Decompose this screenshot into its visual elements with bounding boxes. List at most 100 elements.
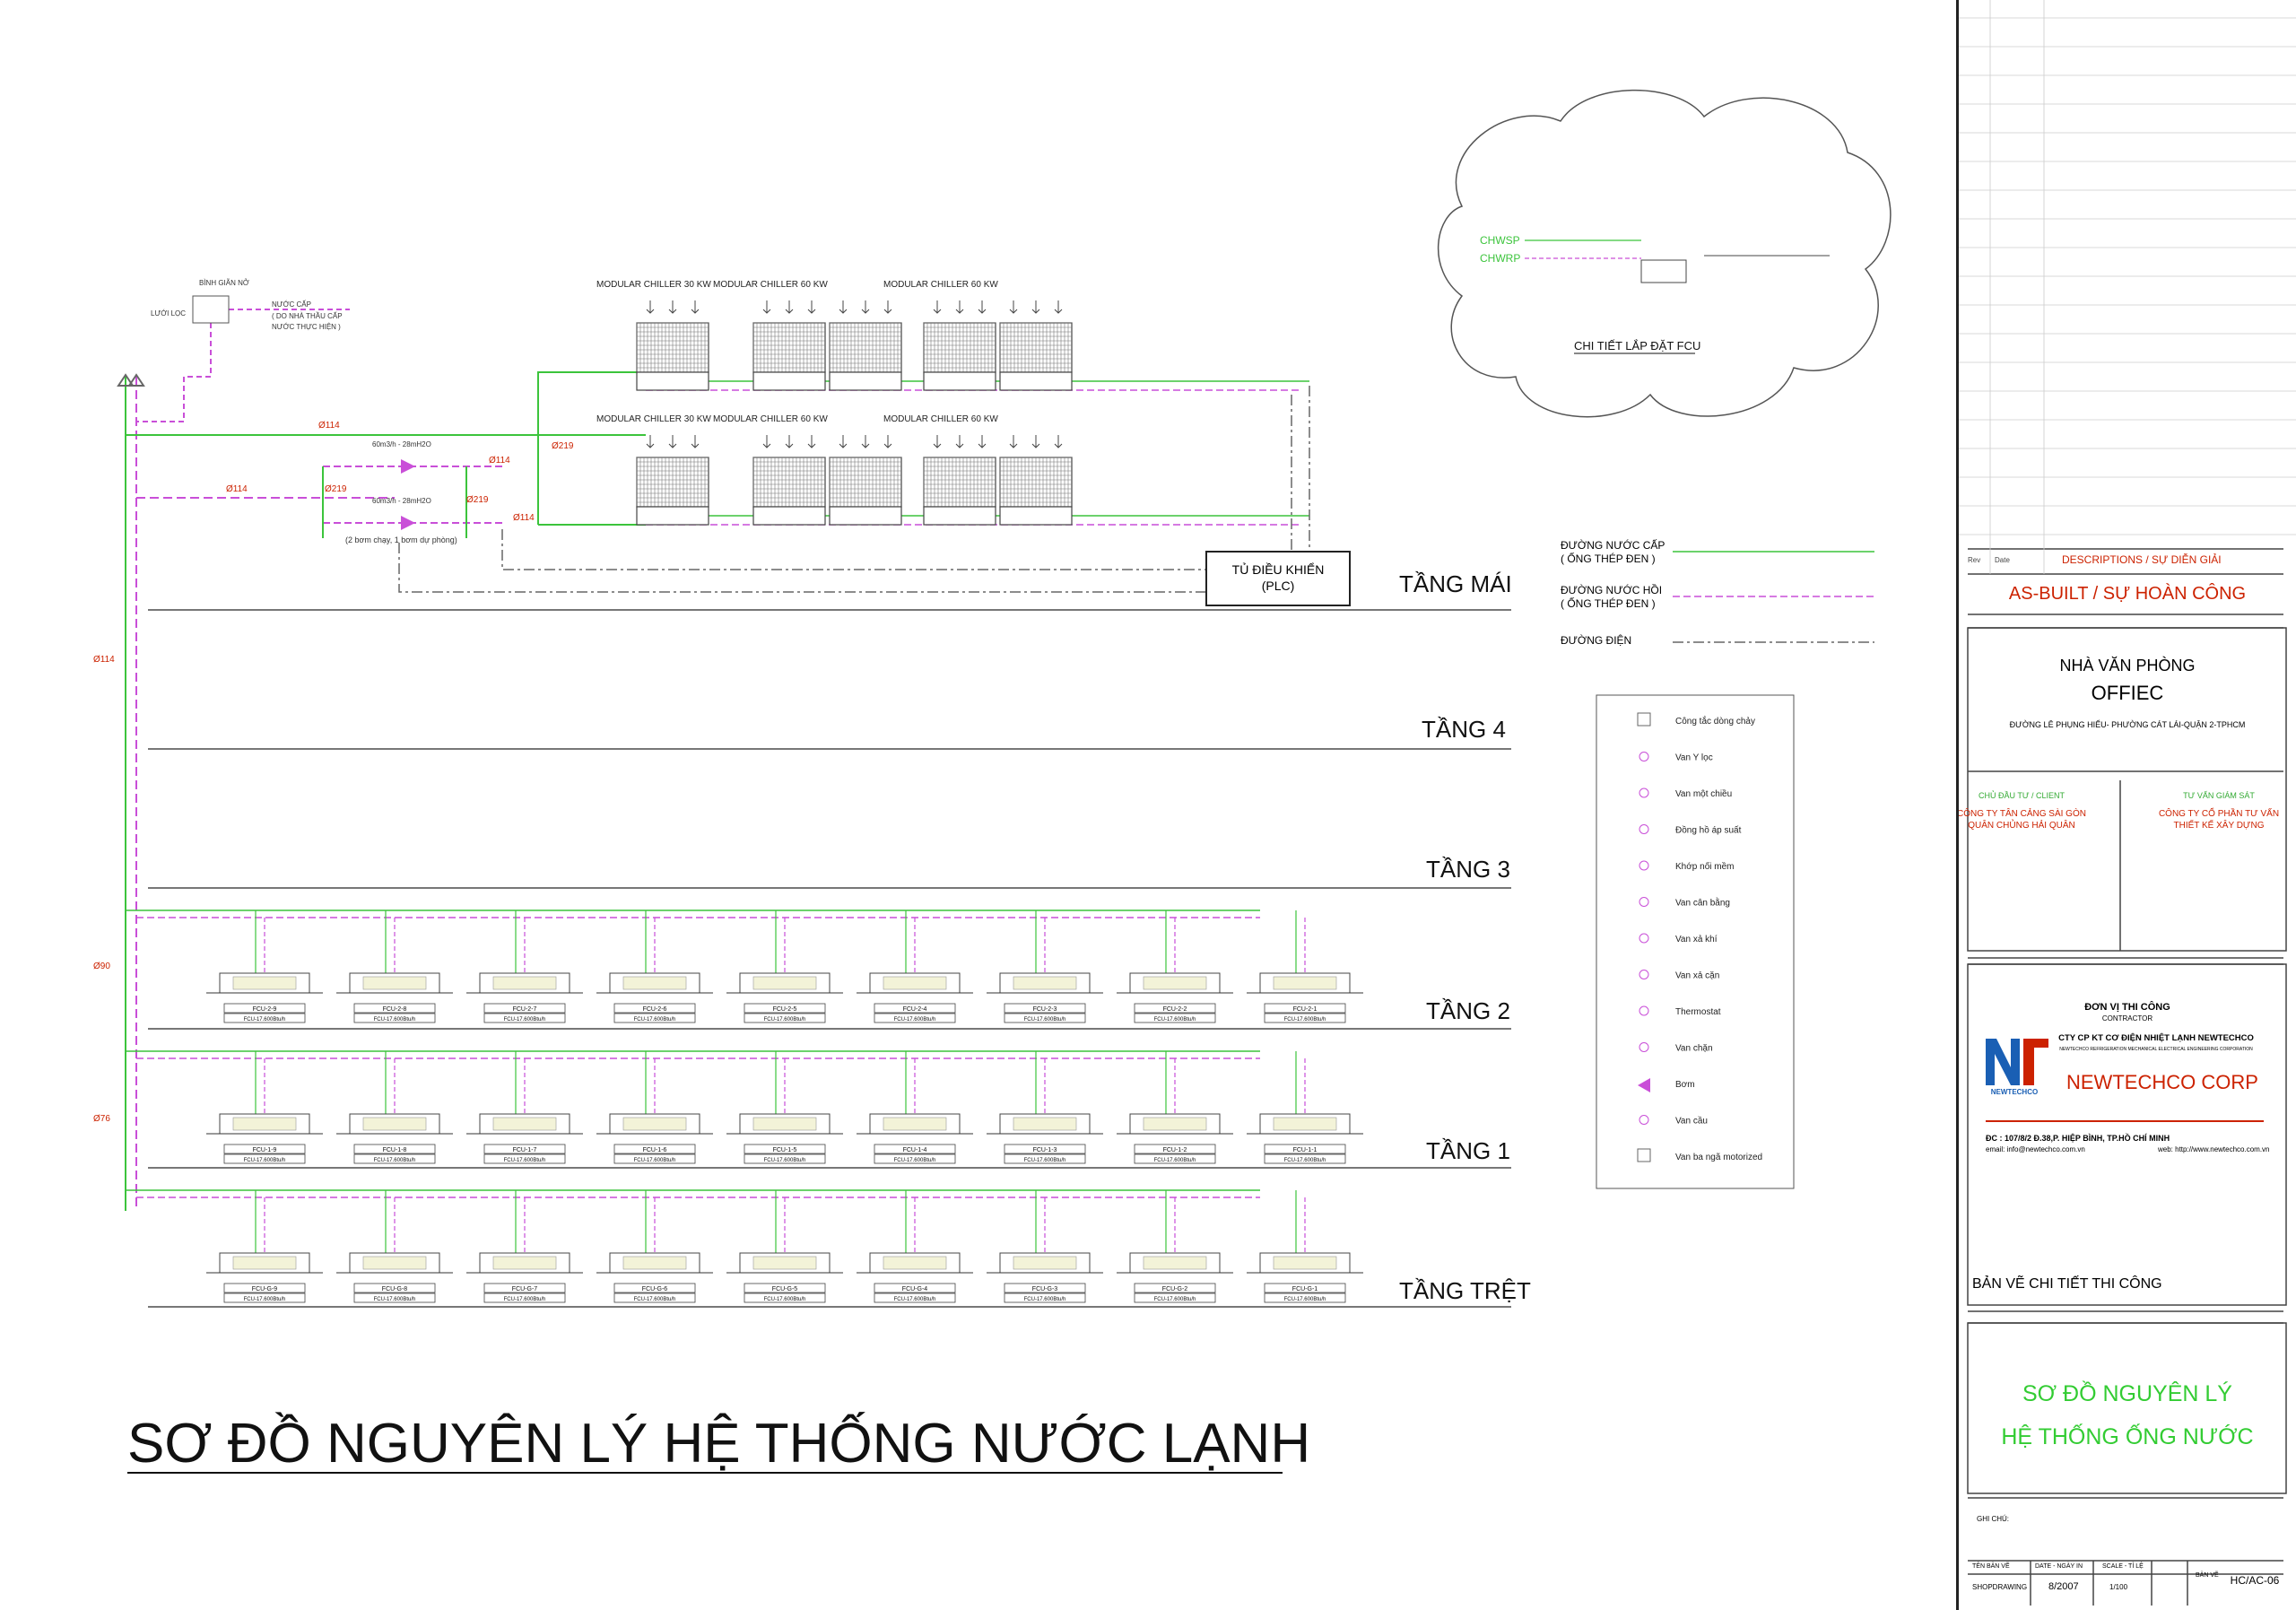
airflow-icon xyxy=(785,435,794,448)
pipe-size-label: Ø114 xyxy=(489,456,510,466)
sheet-label: TÊN BẢN VẼ xyxy=(1972,1562,2010,1570)
company-email: email: info@newtechco.com.vn xyxy=(1986,1145,2085,1153)
date-value: 8/2007 xyxy=(2048,1581,2079,1592)
fcu-spec: FCU-17.600Btu/h xyxy=(244,1017,286,1023)
tank-label: BÌNH GIÃN NỞ xyxy=(199,279,249,287)
legend-symbol-icon xyxy=(1639,1115,1649,1125)
main-title: SƠ ĐỒ NGUYÊN LÝ HỆ THỐNG NƯỚC LẠNH xyxy=(127,1413,1310,1475)
logo-text: NEWTECHCO xyxy=(1991,1088,2038,1096)
fcu-spec: FCU-17.600Btu/h xyxy=(634,1297,676,1302)
fcu-tag: FCU-1-3 xyxy=(1033,1147,1057,1153)
airflow-icon xyxy=(785,300,794,314)
fcu-tag: FCU-G-6 xyxy=(642,1286,667,1292)
consultant-name-2: THIẾT KẾ XÂY DỰNG xyxy=(2174,819,2265,831)
chiller-module xyxy=(752,435,826,526)
pump-note: (2 bơm chạy, 1 bơm dự phòng) xyxy=(345,535,457,544)
airflow-icon xyxy=(668,435,677,448)
legend-symbol-icon xyxy=(1639,933,1649,944)
airflow-icon xyxy=(978,300,987,314)
legend-supply-label: ĐƯỜNG NƯỚC CẤP xyxy=(1561,538,1665,552)
consultant-name-1: CÔNG TY CỔ PHẦN TƯ VẤN xyxy=(2159,807,2279,819)
fcu-tag: FCU-1-2 xyxy=(1163,1147,1187,1153)
project-name: NHÀ VĂN PHÒNG xyxy=(2059,656,2195,674)
legend-symbol-icon xyxy=(1639,788,1649,798)
fcu-tag: FCU-2-4 xyxy=(903,1006,927,1013)
chiller-module xyxy=(923,435,996,526)
chiller-module xyxy=(999,300,1073,391)
fcu-spec: FCU-17.600Btu/h xyxy=(244,1297,286,1302)
airflow-icon xyxy=(933,300,942,314)
filter-label: LƯỚI LỌC xyxy=(151,309,186,318)
airflow-icon xyxy=(861,300,870,314)
pipe-size-label: Ø114 xyxy=(513,513,535,523)
tank-connection xyxy=(136,323,212,422)
fcu-spec: FCU-17.600Btu/h xyxy=(504,1017,546,1023)
fcu-tag: FCU-1-5 xyxy=(773,1147,797,1153)
airflow-icon xyxy=(1009,300,1018,314)
fcu-tag: FCU-1-6 xyxy=(643,1147,667,1153)
airflow-icon xyxy=(1031,435,1040,448)
supply-note-2: NƯỚC THỰC HIỆN ) xyxy=(272,323,341,331)
legend-symbol-label: Van xả khí xyxy=(1675,935,1718,944)
pipe-size-label: Ø219 xyxy=(552,441,574,451)
floor-label-t1: TẦNG 1 xyxy=(1426,1137,1510,1164)
legend-symbol-icon xyxy=(1639,860,1649,871)
chiller-module xyxy=(636,300,709,391)
fcu-tag: FCU-2-3 xyxy=(1033,1006,1057,1013)
airflow-icon xyxy=(1009,435,1018,448)
rev-header: Rev xyxy=(1968,556,1980,564)
floor-label-t3: TẦNG 3 xyxy=(1426,856,1510,883)
fcu-tag: FCU-2-9 xyxy=(253,1006,277,1013)
legend-symbol-icon xyxy=(1639,970,1649,979)
fcu-spec: FCU-17.600Btu/h xyxy=(764,1297,806,1302)
title-block: Rev Date DESCRIPTIONS / SỰ DIỄN GIẢI AS-… xyxy=(1956,0,2296,1610)
fcu-spec: FCU-17.600Btu/h xyxy=(244,1158,286,1163)
airflow-icon xyxy=(883,300,892,314)
pipe-size-label: Ø90 xyxy=(93,962,110,971)
legend-return-sub: ( ỐNG THÉP ĐEN ) xyxy=(1561,596,1656,610)
fcu-spec: FCU-17.600Btu/h xyxy=(504,1297,546,1302)
pipe-size-label: Ø219 xyxy=(466,495,489,505)
notes-header: GHI CHÚ: xyxy=(1977,1515,2009,1523)
fcu-tag: FCU-1-7 xyxy=(513,1147,537,1153)
legend-symbol-icon xyxy=(1637,712,1651,727)
airflow-icon xyxy=(1031,300,1040,314)
pump-spec: 60m3/h - 28mH2O xyxy=(372,440,431,448)
chiller-label: MODULAR CHILLER 60 KW xyxy=(883,280,998,290)
dwg-label: BẢN VẼ xyxy=(2196,1571,2219,1579)
drawing-title-2: HỆ THỐNG ỐNG NƯỚC xyxy=(2001,1423,2253,1449)
company-name-en: NEWTECHCO REFRIGERATION MECHANICAL ELECT… xyxy=(2059,1047,2253,1052)
project-name-2: OFFIEC xyxy=(2092,682,2164,704)
fcu-spec: FCU-17.600Btu/h xyxy=(634,1158,676,1163)
fcu-detail-cloud xyxy=(1438,89,1892,418)
contractor-header: ĐƠN VỊ THI CÔNG xyxy=(2084,1001,2170,1013)
fcu-tag: FCU-G-2 xyxy=(1162,1286,1187,1292)
chiller-label: MODULAR CHILLER 60 KW xyxy=(713,414,828,424)
pipe-size-label: Ø219 xyxy=(325,484,347,494)
drawing-title-box xyxy=(1967,1322,2287,1494)
pipe-size-label: Ø114 xyxy=(93,655,115,665)
legend-supply-sub: ( ỐNG THÉP ĐEN ) xyxy=(1561,552,1656,565)
airflow-icon xyxy=(933,435,942,448)
vent-icon xyxy=(127,373,145,387)
legend-symbol-label: Van xả cặn xyxy=(1675,971,1719,981)
chwsp-label: CHWSP xyxy=(1480,234,1520,247)
fcu-tag: FCU-G-4 xyxy=(902,1286,927,1292)
airflow-icon xyxy=(762,300,771,314)
newtechco-logo: NEWTECHCO xyxy=(1986,1039,2048,1096)
airflow-icon xyxy=(978,435,987,448)
supply-note-1: ( DO NHÀ THẦU CẤP xyxy=(272,311,343,320)
legend-power-label: ĐƯỜNG ĐIỆN xyxy=(1561,633,1631,647)
fcu-tag: FCU-1-4 xyxy=(903,1147,927,1153)
